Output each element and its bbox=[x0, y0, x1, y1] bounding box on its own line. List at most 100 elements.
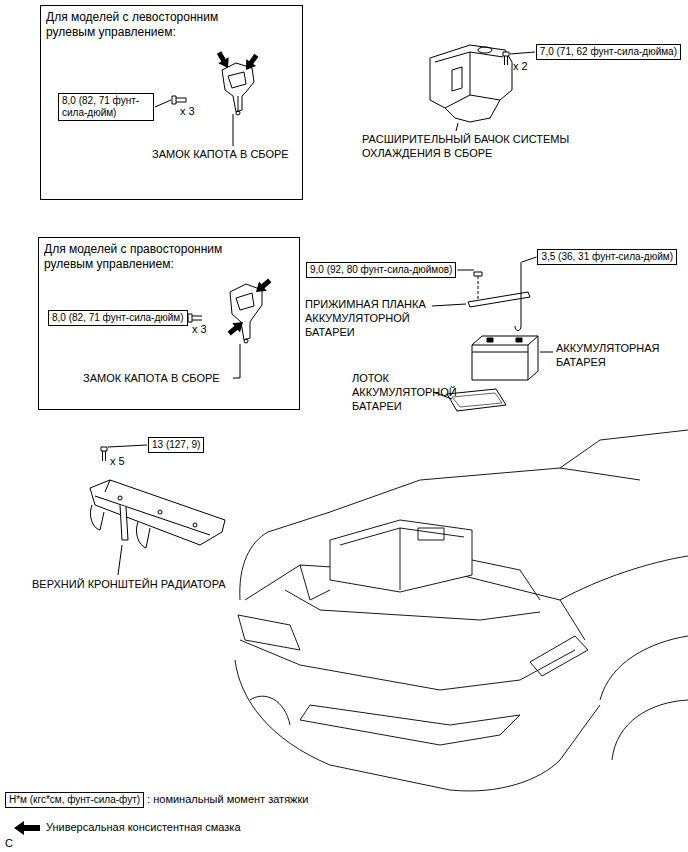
vehicle-front bbox=[238, 615, 300, 650]
grease-arrow bbox=[225, 276, 273, 338]
torque-value: 8,0 (82, 71 фунт-сила-дюйм) bbox=[52, 312, 184, 324]
torque-value: 9,0 (92, 80 фунт-сила-дюймов) bbox=[310, 264, 452, 276]
radiator-support bbox=[90, 505, 104, 530]
battery-hold-down bbox=[474, 272, 482, 276]
battery-tray bbox=[452, 393, 502, 407]
leader-line bbox=[432, 304, 466, 306]
bolt-symbol bbox=[172, 96, 186, 104]
vehicle-front bbox=[235, 660, 600, 791]
variant-panel: Для моделей с правосторонним рулевым упр… bbox=[38, 237, 300, 410]
part-name: ЗАМОК КАПОТА В СБОРЕ bbox=[152, 148, 289, 162]
bolt-symbol bbox=[503, 52, 509, 65]
torque-spec-box: 13 (127, 9) bbox=[148, 437, 204, 453]
vehicle-front bbox=[300, 705, 520, 745]
grease-arrow bbox=[214, 49, 233, 71]
torque-spec-box: 8,0 (82, 71 фунт-сила-дюйм) bbox=[58, 93, 154, 121]
leader-line bbox=[108, 445, 147, 447]
battery-hold-down bbox=[478, 276, 479, 300]
vehicle-front bbox=[330, 520, 472, 592]
leader-line bbox=[233, 114, 234, 146]
variant-panel: Для моделей с левосторонним рулевым упра… bbox=[40, 5, 303, 200]
vehicle-front bbox=[340, 528, 464, 590]
torque-value: 3,5 (36, 31 фунт-сила-дюйм) bbox=[541, 251, 673, 263]
battery-tray bbox=[447, 389, 506, 411]
battery bbox=[516, 338, 522, 342]
coolant-reservoir bbox=[430, 45, 512, 122]
leader-line bbox=[456, 123, 458, 131]
grease-arrow bbox=[252, 276, 274, 297]
vehicle-front bbox=[560, 430, 688, 468]
torque-value: 7,0 (71, 62 фунт-сила-дюйма) bbox=[540, 46, 677, 58]
radiator-support bbox=[158, 510, 162, 514]
radiator-support bbox=[193, 523, 197, 527]
torque-spec-box: 8,0 (82, 71 фунт-сила-дюйм) bbox=[48, 310, 188, 326]
vehicle-front bbox=[235, 430, 688, 791]
coolant-reservoir bbox=[435, 52, 503, 108]
coolant-reservoir bbox=[478, 47, 492, 53]
legend-text: Универсальная консистентная смазка bbox=[46, 821, 241, 835]
leader-line bbox=[457, 270, 474, 271]
hood-lock bbox=[238, 96, 239, 111]
part-name: ЛОТОК АККУМУЛЯТОРНОЙ БАТАРЕИ bbox=[352, 372, 452, 413]
radiator-support bbox=[136, 522, 150, 548]
vehicle-front bbox=[240, 640, 575, 690]
leader-line bbox=[155, 100, 171, 107]
battery bbox=[472, 336, 538, 380]
bolt-symbol bbox=[101, 447, 107, 461]
hood-lock bbox=[236, 111, 240, 115]
coolant-reservoir bbox=[452, 67, 462, 91]
radiator-support bbox=[118, 496, 122, 500]
quantity-label: x 2 bbox=[513, 60, 528, 74]
bolt-symbol bbox=[188, 314, 192, 322]
grease-arrow bbox=[241, 52, 261, 74]
part-name: ВЕРХНИЙ КРОНШТЕЙН РАДИАТОРА bbox=[32, 578, 226, 592]
torque-value: Н*м (кгс*см, фунт-сила-фут) bbox=[9, 794, 140, 806]
grease-arrow bbox=[214, 49, 261, 73]
panel-heading: Для моделей с левосторонним рулевым упра… bbox=[46, 10, 261, 40]
vehicle-front bbox=[240, 512, 330, 600]
leader-line bbox=[540, 352, 553, 353]
radiator-support bbox=[95, 480, 210, 535]
bolt-symbol bbox=[192, 316, 202, 320]
part-name: АККУМУЛЯТОРНАЯ БАТАРЕЯ bbox=[556, 342, 681, 370]
figure-code: C bbox=[5, 837, 13, 851]
battery-tray bbox=[447, 389, 506, 411]
part-name: ПРИЖИМНАЯ ПЛАНКА АККУМУЛЯТОРНОЙ БАТАРЕИ bbox=[305, 298, 435, 339]
hood-lock bbox=[230, 284, 262, 343]
legend-text: : номинальный момент затяжки bbox=[147, 793, 308, 807]
leader-line bbox=[510, 52, 535, 54]
vehicle-front bbox=[560, 556, 688, 600]
bolt-symbol bbox=[505, 56, 508, 65]
leader-line bbox=[118, 545, 122, 575]
leader-line bbox=[522, 257, 536, 262]
panel-heading: Для моделей с правосторонним рулевым упр… bbox=[44, 242, 259, 272]
grease-arrow bbox=[225, 317, 247, 338]
hood-lock bbox=[228, 72, 246, 88]
grease-arrow bbox=[14, 821, 40, 835]
bolt-symbol bbox=[103, 451, 106, 461]
vehicle-front bbox=[530, 636, 588, 676]
vehicle-front bbox=[600, 636, 688, 700]
bolt-symbol bbox=[172, 96, 176, 104]
vehicle-front bbox=[420, 468, 640, 480]
legend-torque-box: Н*м (кгс*см, фунт-сила-фут) bbox=[5, 792, 144, 808]
hood-lock bbox=[222, 63, 254, 112]
radiator-support bbox=[90, 480, 225, 545]
hood-lock bbox=[236, 293, 254, 310]
battery bbox=[472, 352, 528, 353]
battery bbox=[472, 345, 528, 380]
coolant-reservoir bbox=[430, 45, 512, 122]
quantity-label: x 3 bbox=[192, 323, 207, 337]
bolt-symbol bbox=[503, 52, 509, 56]
torque-spec-box: 7,0 (71, 62 фунт-сила-дюйма) bbox=[536, 44, 681, 60]
hood-lock bbox=[244, 339, 248, 343]
vehicle-front bbox=[285, 590, 540, 620]
quantity-label: x 5 bbox=[110, 455, 125, 469]
radiator-support bbox=[90, 480, 225, 548]
bolt-symbol bbox=[188, 314, 202, 322]
torque-spec-box: 3,5 (36, 31 фунт-сила-дюйм) bbox=[537, 249, 677, 265]
torque-value: 8,0 (82, 71 фунт-сила-дюйм) bbox=[62, 95, 150, 119]
